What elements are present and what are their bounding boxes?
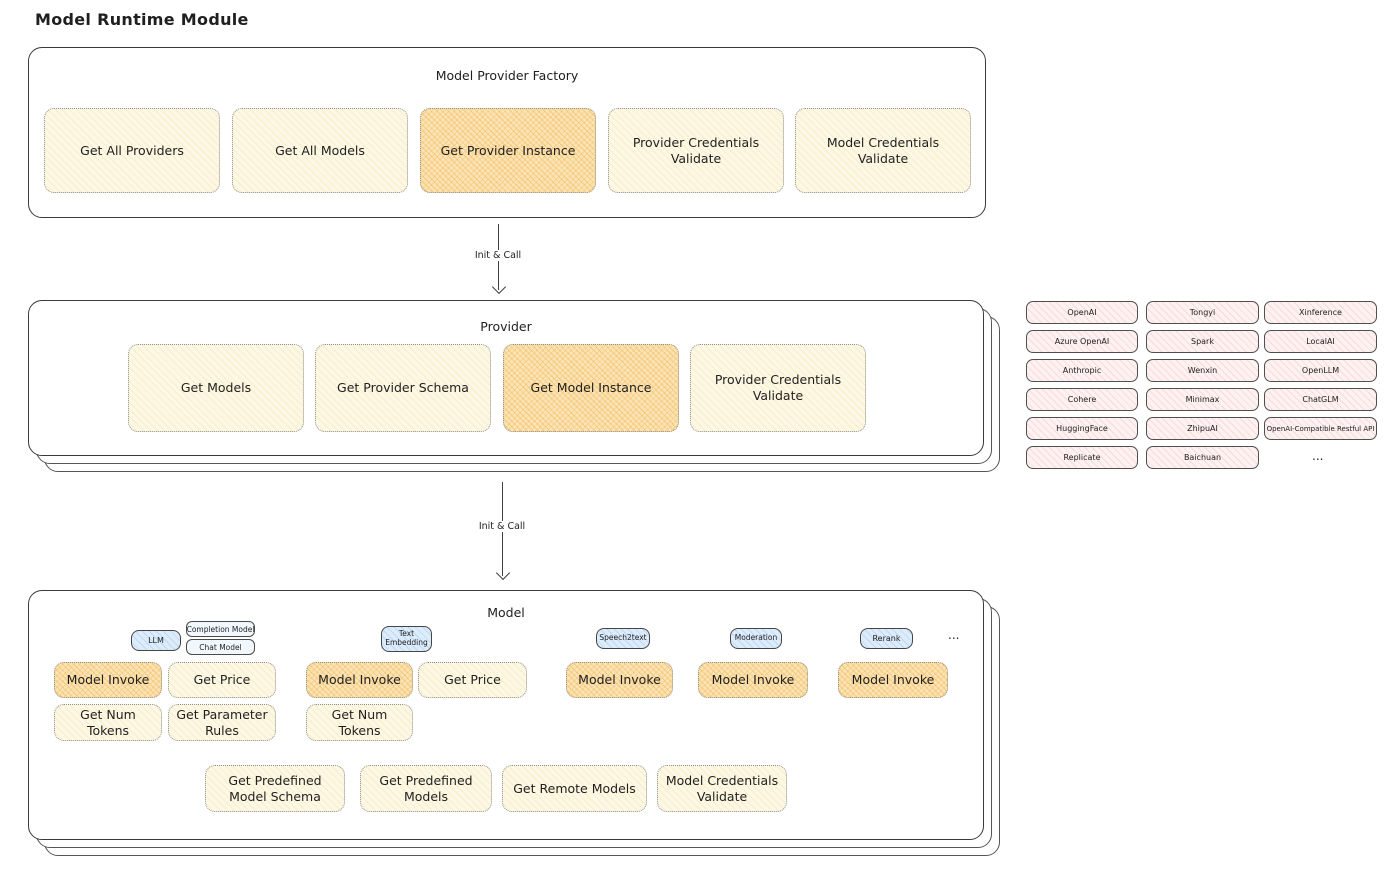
moderation-model-invoke: Model Invoke	[698, 662, 808, 698]
tag-completion-model: Completion Model	[186, 621, 255, 637]
factory-model-credentials-validate: Model Credentials Validate	[795, 108, 971, 193]
provider-chip-zhipuai: ZhipuAI	[1146, 417, 1259, 440]
llm-model-invoke: Model Invoke	[54, 662, 162, 698]
llm-get-price: Get Price	[168, 662, 276, 698]
embedding-model-invoke: Model Invoke	[306, 662, 413, 698]
provider-chip-tongyi: Tongyi	[1146, 301, 1259, 324]
get-predefined-models: Get Predefined Models	[360, 765, 492, 812]
llm-get-num-tokens: Get Num Tokens	[54, 704, 162, 741]
provider-get-provider-schema: Get Provider Schema	[315, 344, 491, 432]
provider-chip-openllm: OpenLLM	[1264, 359, 1377, 382]
diagram-title: Model Runtime Module	[35, 10, 249, 29]
rerank-model-invoke: Model Invoke	[838, 662, 948, 698]
arrow-label-1: Init & Call	[470, 250, 526, 261]
provider-chip-openai: OpenAI	[1026, 301, 1138, 324]
provider-chip-wenxin: Wenxin	[1146, 359, 1259, 382]
get-remote-models: Get Remote Models	[502, 765, 647, 812]
provider-get-model-instance: Get Model Instance	[503, 344, 679, 432]
provider-chip-xinference: Xinference	[1264, 301, 1377, 324]
speech2text-model-invoke: Model Invoke	[566, 662, 673, 698]
provider-chip-localai: LocalAI	[1264, 330, 1377, 353]
provider-chip-minimax: Minimax	[1146, 388, 1259, 411]
tag-text-embedding: Text Embedding	[381, 626, 432, 652]
tag-rerank: Rerank	[860, 628, 913, 649]
provider-provider-credentials-validate: Provider Credentials Validate	[690, 344, 866, 432]
provider-chip-cohere: Cohere	[1026, 388, 1138, 411]
embedding-get-num-tokens: Get Num Tokens	[306, 704, 413, 741]
factory-get-all-models: Get All Models	[232, 108, 408, 193]
provider-get-models: Get Models	[128, 344, 304, 432]
provider-chip-huggingface: HuggingFace	[1026, 417, 1138, 440]
factory-provider-credentials-validate: Provider Credentials Validate	[608, 108, 784, 193]
arrow-label-2: Init & Call	[474, 521, 530, 532]
provider-title: Provider	[480, 319, 532, 334]
provider-chip-anthropic: Anthropic	[1026, 359, 1138, 382]
tag-llm: LLM	[131, 630, 181, 651]
model-title: Model	[487, 605, 525, 620]
provider-chip-azure-openai: Azure OpenAI	[1026, 330, 1138, 353]
tag-speech2text: Speech2text	[596, 628, 650, 649]
provider-chip-openai-compatible: OpenAI-Compatible Restful API	[1264, 417, 1377, 440]
get-predefined-model-schema: Get Predefined Model Schema	[205, 765, 345, 812]
provider-chip-replicate: Replicate	[1026, 446, 1138, 469]
tag-moderation: Moderation	[730, 628, 782, 649]
llm-get-parameter-rules: Get Parameter Rules	[168, 704, 276, 741]
provider-list-ellipsis: ...	[1312, 449, 1324, 463]
model-tags-ellipsis: ...	[948, 628, 960, 642]
arrow-head-icon-2	[495, 565, 511, 581]
tag-chat-model: Chat Model	[186, 639, 255, 655]
arrow-head-icon-1	[491, 279, 507, 295]
provider-chip-spark: Spark	[1146, 330, 1259, 353]
provider-chip-baichuan: Baichuan	[1146, 446, 1259, 469]
provider-chip-chatglm: ChatGLM	[1264, 388, 1377, 411]
factory-title: Model Provider Factory	[435, 68, 579, 83]
factory-get-provider-instance: Get Provider Instance	[420, 108, 596, 193]
embedding-get-price: Get Price	[418, 662, 527, 698]
factory-get-all-providers: Get All Providers	[44, 108, 220, 193]
model-credentials-validate: Model Credentials Validate	[657, 765, 787, 812]
